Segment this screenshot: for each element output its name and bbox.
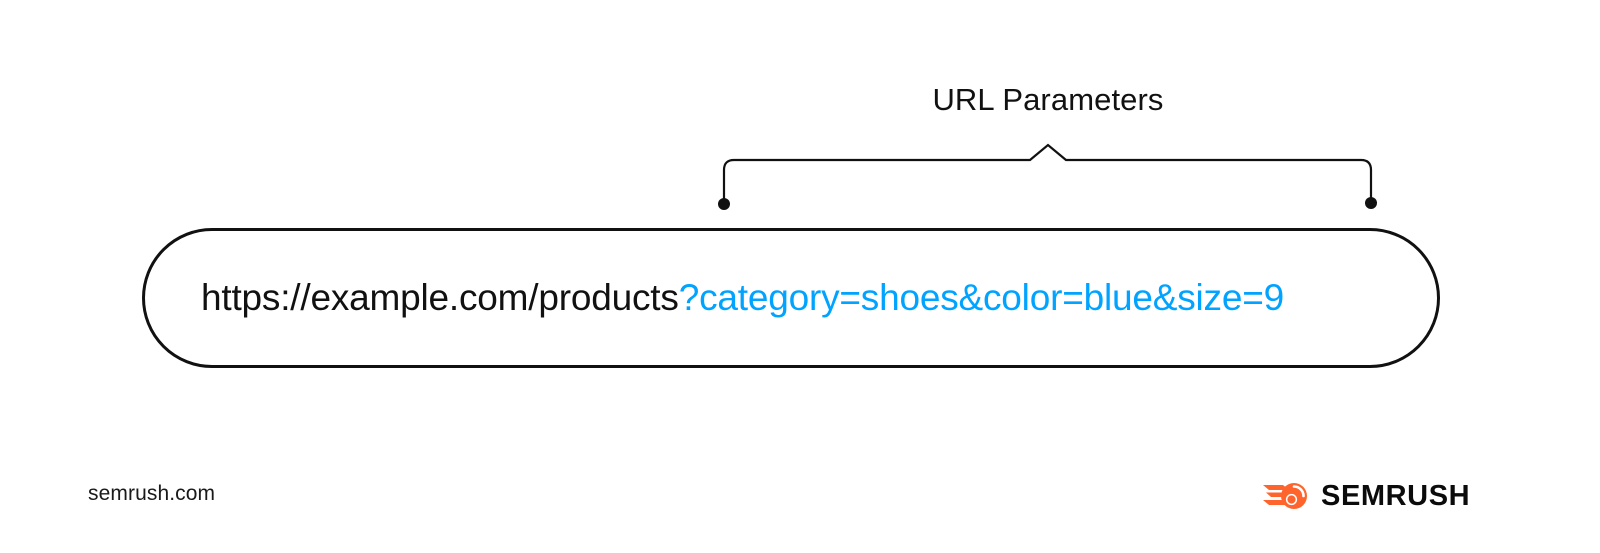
url-base-segment: https://example.com/products xyxy=(201,276,679,318)
brand-wordmark: SEMRUSH xyxy=(1321,479,1471,512)
brace-path xyxy=(722,143,1373,203)
annotation-label: URL Parameters xyxy=(932,82,1164,117)
brace-left-dot-icon xyxy=(718,198,730,210)
url-text: https://example.com/products?category=sh… xyxy=(145,276,1284,320)
brand-logo: SEMRUSH xyxy=(1263,476,1470,516)
footer-source-domain: semrush.com xyxy=(88,482,216,505)
url-pill-box: https://example.com/products?category=sh… xyxy=(142,228,1440,368)
semrush-comet-icon xyxy=(1263,483,1307,509)
url-query-segment: ?category=shoes&color=blue&size=9 xyxy=(678,276,1285,318)
brace-connector xyxy=(718,143,1377,210)
brace-right-dot-icon xyxy=(1365,197,1377,209)
